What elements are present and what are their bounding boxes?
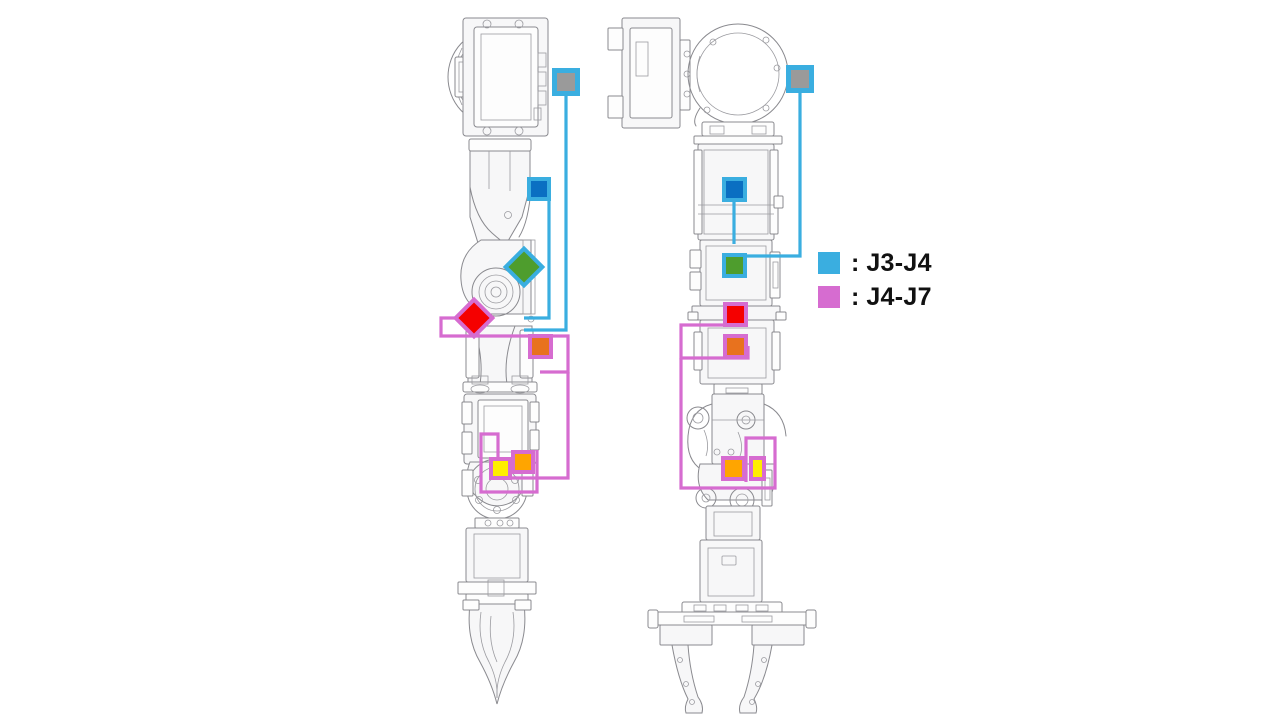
legend: : J3-J4 : J4-J7: [818, 246, 978, 314]
front-view-tool-column: [699, 505, 763, 603]
marker-fv-blue[interactable]: [722, 177, 747, 202]
front-view-j5-wrist: [686, 393, 787, 471]
marker-sv-gray[interactable]: [552, 68, 580, 96]
side-view-j2-link: [468, 138, 532, 258]
legend-separator-j3-j4: :: [851, 248, 860, 277]
legend-swatch-j4-j7: [818, 286, 840, 308]
route-cyan-front-outer: [734, 93, 802, 258]
marker-sv-red-diamond[interactable]: [452, 296, 496, 340]
marker-fv-amber[interactable]: [721, 456, 746, 481]
marker-sv-orange[interactable]: [528, 334, 553, 359]
side-view-gripper-finger: [462, 599, 532, 705]
marker-sv-blue[interactable]: [527, 177, 551, 201]
marker-sv-green-diamond[interactable]: [502, 245, 546, 289]
legend-label-j3-j4: J3-J4: [866, 248, 932, 277]
marker-fv-gray[interactable]: [786, 65, 814, 93]
route-magenta-front-lower: [679, 358, 777, 490]
legend-swatch-j3-j4: [818, 252, 840, 274]
marker-fv-green[interactable]: [722, 253, 747, 278]
route-cyan-side-outer: [524, 96, 568, 332]
route-magenta-side-upper: [439, 316, 570, 374]
front-view-gripper-fingers: [671, 644, 773, 714]
legend-item-j3-j4[interactable]: : J3-J4: [818, 246, 978, 280]
front-view-j1-rotary-flange: [687, 23, 789, 145]
side-view-j1-motor-housing: [447, 17, 549, 137]
front-view-base-box: [607, 17, 691, 129]
front-view-gripper-base: [647, 601, 817, 646]
route-cyan-side-inner: [524, 188, 551, 320]
marker-fv-orange[interactable]: [723, 334, 748, 359]
legend-separator-j4-j7: :: [851, 282, 860, 311]
marker-fv-yellow[interactable]: [749, 456, 766, 481]
side-view-tool-adapter: [457, 517, 537, 605]
legend-item-j4-j7[interactable]: : J4-J7: [818, 280, 978, 314]
legend-label-j4-j7: J4-J7: [866, 282, 932, 311]
marker-fv-red[interactable]: [723, 302, 748, 327]
route-magenta-side-lower: [479, 372, 570, 494]
marker-sv-yellow[interactable]: [489, 457, 512, 480]
marker-sv-amber[interactable]: [511, 450, 535, 474]
